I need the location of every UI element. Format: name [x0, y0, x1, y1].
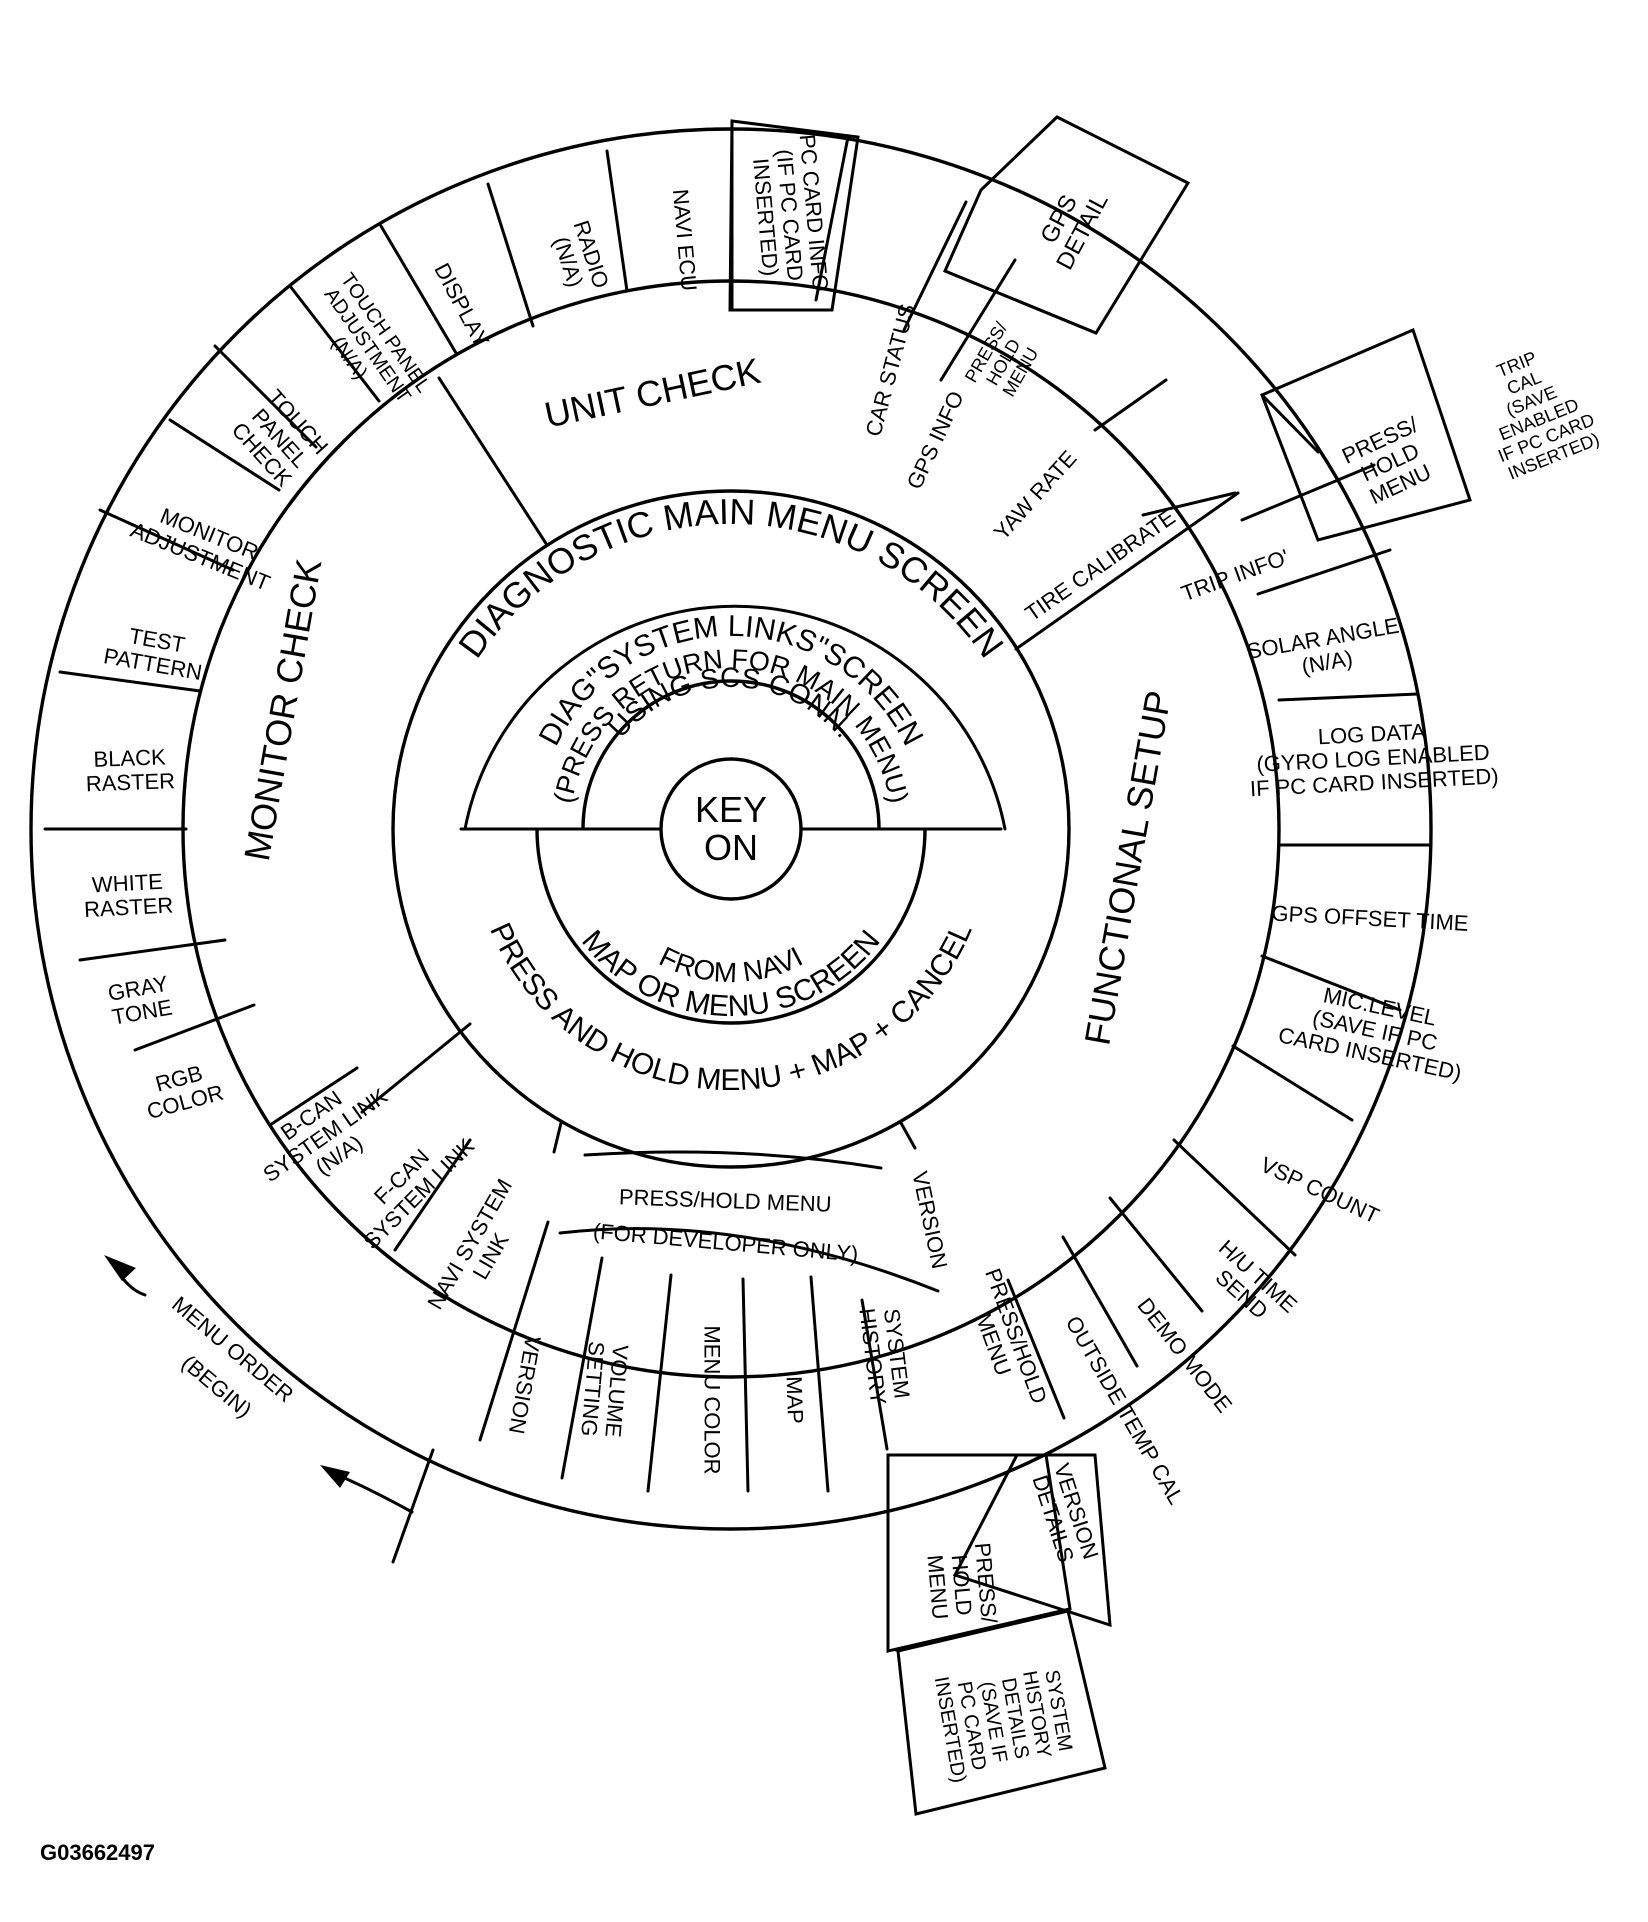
- cell-log-data: LOG DATA(GYRO LOG ENABLEDIF PC CARD INSE…: [1247, 715, 1499, 801]
- cell-line: VSP COUNT: [1257, 1152, 1384, 1229]
- cell-monitor-adjustment: MONITORADJUSTMENT: [127, 495, 283, 596]
- cell-menu-color: MENU COLOR: [699, 1325, 724, 1474]
- cell-solar-angle: SOLAR ANGLE(N/A): [1245, 613, 1405, 688]
- cell-vsp-count: VSP COUNT: [1257, 1152, 1384, 1229]
- cell-test-pattern: TESTPATTERN: [102, 619, 208, 685]
- cell-line: LOG DATA: [1317, 719, 1426, 750]
- developer-label-1: PRESS/HOLD MENU: [619, 1184, 832, 1216]
- cell-car-status: CAR STATUS: [861, 301, 920, 439]
- unit-check-label: UNIT CHECK: [541, 350, 764, 436]
- cell-line: MAP: [781, 1376, 808, 1425]
- developer-band: [558, 1150, 940, 1293]
- cell-line: DEMO MODE: [1132, 1293, 1237, 1417]
- cell-version-dev: VERSION: [504, 1334, 546, 1436]
- cell-line: VERSION: [504, 1334, 546, 1436]
- cell-line: VERSION: [907, 1169, 952, 1271]
- cell-yaw-rate: YAW RATE: [989, 446, 1082, 545]
- center-on-label: ON: [704, 827, 758, 868]
- cell-line: GPS INFO: [902, 387, 969, 493]
- cell-volume-setting: VOLUMESETTING: [576, 1340, 633, 1439]
- monitor-check-label: MONITOR CHECK: [236, 556, 329, 864]
- cell-line: YAW RATE: [989, 446, 1082, 545]
- cell-black-raster: BLACKRASTER: [85, 744, 176, 796]
- figure-id: G03662497: [40, 1840, 155, 1865]
- cell-gps-detail: GPSDETAIL: [1028, 177, 1114, 275]
- cell-line: NAVI ECU: [668, 188, 702, 292]
- cell-line: MENU COLOR: [699, 1325, 724, 1474]
- cell-line: CAR STATUS: [861, 301, 920, 439]
- cell-demo-mode: DEMO MODE: [1132, 1293, 1237, 1417]
- cell-radio: RADIO(N/A): [546, 217, 614, 298]
- cell-line: GPS OFFSET TIME: [1271, 901, 1469, 936]
- cell-navi-system-link: NAVI SYSTEMLINK: [422, 1174, 538, 1325]
- outer-ring-dividers: [43, 135, 1433, 1493]
- cell-line: DISPLAY: [429, 259, 494, 352]
- cell-line: TIRE CALIBRATE: [1021, 504, 1180, 626]
- developer-label-2: (FOR DEVELOPER ONLY): [592, 1218, 859, 1266]
- cell-line: RASTER: [83, 892, 173, 922]
- center-key-label: KEY: [695, 789, 767, 830]
- cell-system-history-details: SYSTEMHISTORYDETAILS(SAVE IFPC CARDINSER…: [930, 1656, 1079, 1785]
- cell-f-can-system-link: F-CANSYSTEM LINK: [341, 1116, 479, 1254]
- functional-setup-label: FUNCTIONAL SETUP: [1076, 688, 1179, 1048]
- cell-trip-info: TRIP INFO': [1178, 544, 1292, 606]
- cell-gps-press-hold: PRESS/HOLDMENU: [961, 319, 1046, 406]
- cell-line: RASTER: [85, 768, 175, 796]
- cell-white-raster: WHITERASTER: [82, 868, 174, 922]
- cell-navi-ecu: NAVI ECU: [668, 188, 702, 292]
- extension-boxes: [728, 115, 1472, 1816]
- cell-display: DISPLAY: [429, 259, 494, 352]
- inner-arcs: [459, 604, 1007, 1025]
- cell-line: TRIP INFO': [1178, 544, 1292, 606]
- cell-hu-time-send: H/U TIMESEND: [1198, 1235, 1302, 1336]
- cell-line: HOLD: [947, 1553, 977, 1616]
- cell-trip-cal: TRIPCAL(SAVEENABLEDIF PC CARDINSERTED): [1466, 336, 1605, 485]
- cell-gps-offset-time: GPS OFFSET TIME: [1271, 901, 1469, 936]
- cell-line: WHITE: [91, 869, 163, 898]
- section-dividers: [360, 376, 1240, 1154]
- cell-touch-panel-adjustment: TOUCH PANELADJUSTMENT(N/A): [300, 269, 435, 422]
- cell-history-press-hold: PRESS/HOLDMENU: [922, 1542, 1002, 1630]
- cell-system-history: SYSTEMHISTORY: [854, 1304, 915, 1407]
- cell-line: BLACK: [93, 744, 166, 772]
- cell-rgb-color: RGBCOLOR: [138, 1056, 226, 1124]
- cell-gray-tone: GRAYTONE: [106, 971, 175, 1030]
- cell-pc-card-info: PC CARD INFO(IF PC CARDINSERTED): [746, 133, 833, 296]
- cell-version-press-hold: PRESS/HOLDMENU: [957, 1265, 1052, 1415]
- cell-trip-press-hold: PRESS/HOLDMENU: [1338, 411, 1443, 512]
- cell-version-top: VERSION: [907, 1169, 952, 1271]
- cell-mic-level: MIC.LEVEL(SAVE IF PCCARD INSERTED): [1276, 975, 1474, 1086]
- cell-gps-info: GPS INFO: [902, 387, 969, 493]
- cell-version-details: VERSIONDETAILS: [1026, 1460, 1103, 1569]
- cell-line: MENU: [922, 1554, 953, 1621]
- cell-touch-panel-check: TOUCHPANELCHECK: [227, 385, 334, 492]
- menu-order-arrows: [104, 1255, 435, 1564]
- cell-tire-calibrate: TIRE CALIBRATE: [1021, 504, 1180, 626]
- cell-map: MAP: [781, 1376, 808, 1425]
